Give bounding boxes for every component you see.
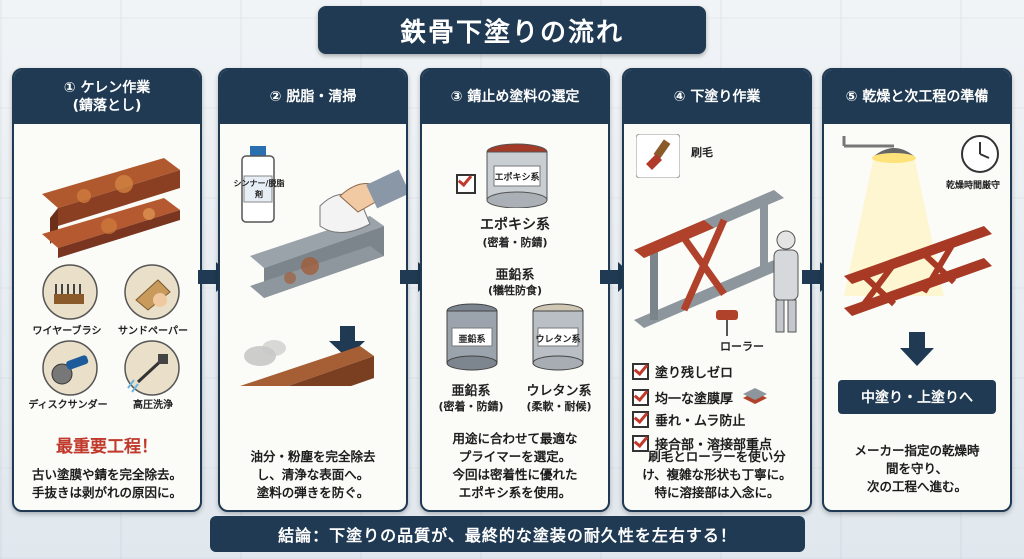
checkbox-checked-icon (632, 363, 649, 380)
next-step-box: 中塗り・上塗りへ (838, 380, 996, 414)
tool-disc-sander-label: ディスクサンダー (28, 400, 108, 411)
step-2-card: ② 脱脂・清掃 シンナー/脱脂剤 油分・粉塵を完全除去 し、清浄な表 (218, 68, 408, 512)
urethane-sub-label: (柔軟・耐候) (526, 400, 592, 413)
disc-sander-icon (42, 340, 98, 396)
zinc-can-icon (446, 303, 498, 371)
step-2-desc-line-1: 油分・粉塵を完全除去 (250, 449, 376, 464)
step-3-title: ③ 錆止め塗料の選定 (450, 89, 580, 105)
tool-wire-brush-label: ワイヤーブラシ (32, 326, 102, 337)
painted-truss-icon (844, 226, 992, 316)
solvent-bottle-icon (241, 146, 275, 223)
step-5-card: ⑤ 乾燥と次工程の準備 乾燥時間厳守 中塗り・上塗りへ メー (822, 68, 1012, 512)
step-5-desc-line-1: メーカー指定の乾燥時 (854, 443, 980, 458)
cleaning-beam-icon (240, 169, 406, 386)
epoxy-label: エポキシ系 (480, 217, 550, 233)
epoxy-sub-label: (密着・防錆) (482, 236, 548, 249)
step-1-subtitle: (錆落とし) (72, 98, 142, 114)
step-2-header: ② 脱脂・清掃 (220, 70, 406, 124)
roller-label: ローラー (720, 340, 764, 353)
step-5-header: ⑤ 乾燥と次工程の準備 (824, 70, 1010, 124)
check-item-2-label: 均一な塗膜厚 (655, 391, 734, 407)
tool-sandpaper-label: サンドペーパー (118, 326, 188, 337)
check-item-4-label: 接合部・溶接部重点 (655, 438, 773, 453)
step-4-header: ④ 下塗り作業 (624, 70, 810, 124)
wire-brush-icon (42, 264, 98, 320)
step-4-title: ④ 下塗り作業 (673, 89, 761, 105)
step-3-desc-line-4: エポキシ系を使用。 (458, 485, 572, 500)
step-5-title: ⑤ 乾燥と次工程の準備 (845, 89, 989, 105)
step-4-card: ④ 下塗り作業 刷毛 ローラー 塗り残しゼロ (622, 68, 812, 512)
pressure-washer-icon (124, 340, 180, 396)
layers-icon (743, 388, 768, 404)
urethane-can-label: ウレタン系 (535, 335, 581, 345)
epoxy-can-icon (486, 143, 548, 208)
checkbox-checked-icon (456, 174, 476, 194)
step-1-desc-line-1: 古い塗膜や錆を完全除去。 (31, 467, 182, 482)
step-1-desc-line-2: 手抜きは剥がれの原因に。 (31, 485, 182, 500)
zinc-sub-label-2: (密着・防錆) (438, 400, 504, 413)
truss-painting-icon (634, 190, 799, 336)
step-1-description: 古い塗膜や錆を完全除去。 手抜きは剥がれの原因に。 (20, 466, 194, 502)
clock-icon (961, 135, 999, 173)
checkbox-checked-icon (632, 388, 649, 406)
tool-pressure-washer-label: 高圧洗浄 (133, 400, 173, 411)
step-1-title: ① ケレン作業 (63, 80, 151, 96)
zinc-can-label: 亜鉛系 (458, 335, 486, 345)
step-4-desc-line-1: 刷毛とローラーを使い分 (648, 449, 786, 464)
step-4-description: 刷毛とローラーを使い分 け、複雑な形状も丁寧に。 特に溶接部は入念に。 (630, 448, 804, 502)
step-3-card: ③ 錆止め塗料の選定 エポキシ系 エポキシ系 (密着・防錆) 亜鉛系 (犠牲防食… (420, 68, 610, 512)
step-1-card: ① ケレン作業 (錆落とし) ワイヤーブラシ (12, 68, 202, 512)
check-item-2: 均一な塗膜厚 (632, 386, 769, 408)
step-3-description: 用途に合わせて最適な プライマーを選定。 今回は密着性に優れた エポキシ系を使用… (428, 430, 602, 502)
check-item-3: 垂れ・ムラ防止 (632, 410, 745, 429)
zinc-label-2: 亜鉛系 (451, 384, 491, 399)
zinc-sub-label: (犠牲防食) (487, 284, 543, 297)
paint-brush-icon (636, 134, 680, 178)
conclusion-banner: 結論：下塗りの品質が、最終的な塗装の耐久性を左右する！ (210, 516, 805, 552)
zinc-label: 亜鉛系 (495, 268, 535, 283)
step-3-desc-line-1: 用途に合わせて最適な (452, 431, 578, 446)
page-title: 鉄骨下塗りの流れ (318, 6, 706, 54)
step-4-desc-line-2: け、複雑な形状も丁寧に。 (642, 467, 792, 482)
step-5-desc-line-3: 次の工程へ進む。 (866, 479, 967, 494)
sandpaper-icon (124, 264, 180, 320)
step-3-desc-line-2: プライマーを選定。 (458, 449, 572, 464)
solvent-bottle-label: シンナー/脱脂剤 (233, 179, 285, 199)
epoxy-can-label: エポキシ系 (494, 173, 540, 183)
urethane-can-icon (532, 303, 584, 371)
check-item-4: 接合部・溶接部重点 (632, 434, 772, 453)
check-item-1: 塗り残しゼロ (632, 362, 733, 381)
step-3-desc-line-3: 今回は密着性に優れた (452, 467, 578, 482)
step-4-desc-line-3: 特に溶接部は入念に。 (654, 485, 780, 500)
step-2-description: 油分・粉塵を完全除去 し、清浄な表面へ。 塗料の弾きを防ぐ。 (226, 448, 400, 502)
arrow-down-icon (900, 332, 934, 366)
urethane-label: ウレタン系 (526, 384, 592, 399)
step-2-desc-line-2: し、清浄な表面へ。 (256, 467, 370, 482)
step-5-desc-line-2: 間を守り、 (885, 461, 948, 476)
checkbox-checked-icon (632, 411, 649, 428)
step-1-header: ① ケレン作業 (錆落とし) (14, 70, 200, 124)
step-1-emphasis: 最重要工程！ (56, 437, 158, 457)
drying-lamp-icon (842, 136, 944, 296)
check-item-3-label: 垂れ・ムラ防止 (655, 414, 746, 429)
check-item-1-label: 塗り残しゼロ (655, 366, 734, 381)
drying-time-label: 乾燥時間厳守 (945, 181, 1000, 191)
checkbox-checked-icon (632, 435, 649, 452)
rusty-beam-icon (42, 158, 180, 258)
step-5-description: メーカー指定の乾燥時 間を守り、 次の工程へ進む。 (830, 442, 1004, 496)
step-2-title: ② 脱脂・清掃 (269, 89, 357, 105)
step-3-header: ③ 錆止め塗料の選定 (422, 70, 608, 124)
brush-label: 刷毛 (691, 146, 713, 159)
step-2-desc-line-3: 塗料の弾きを防ぐ。 (256, 485, 370, 500)
